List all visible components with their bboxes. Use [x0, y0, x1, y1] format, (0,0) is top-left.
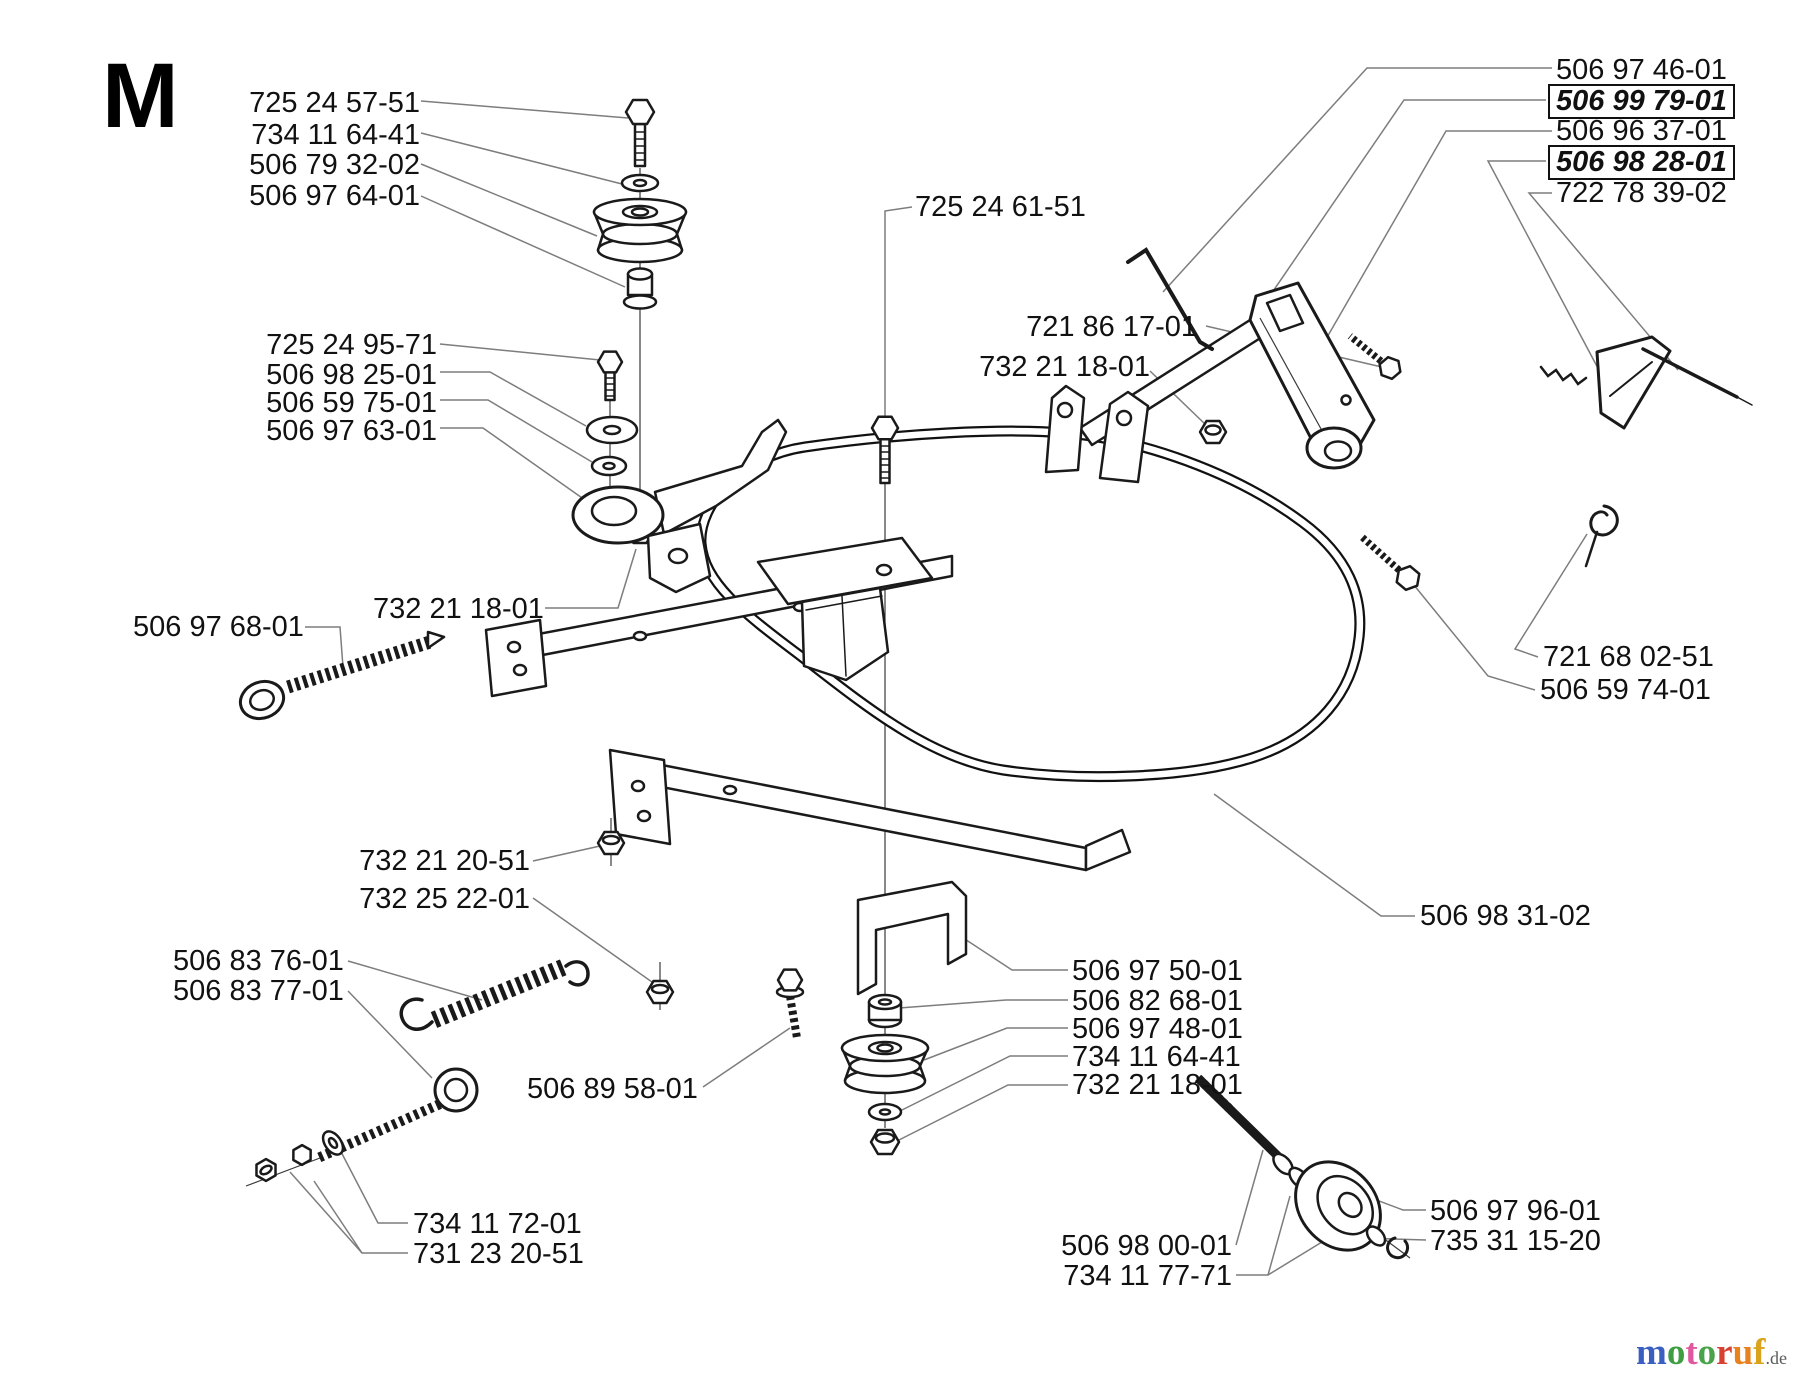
part-label-734-11-64-41-b: 734 11 64-41: [1072, 1041, 1241, 1073]
eye-rod: [238, 630, 446, 721]
watermark-suffix: .de: [1765, 1348, 1788, 1368]
watermark-letter: o: [1666, 1332, 1686, 1373]
part-label-506-98-31-02: 506 98 31-02: [1420, 900, 1591, 932]
part-label-506-99-79-01: 506 99 79-01: [1548, 84, 1735, 119]
part-label-506-97-50-01: 506 97 50-01: [1072, 955, 1243, 987]
part-label-506-89-58-01: 506 89 58-01: [527, 1073, 698, 1105]
spacer-bushing: [867, 993, 903, 1029]
part-label-506-98-25-01: 506 98 25-01: [266, 359, 437, 391]
lower-beam: [608, 748, 1132, 872]
watermark-letter: f: [1753, 1332, 1766, 1373]
hex-nut-right: [1198, 419, 1228, 445]
watermark-letter: t: [1685, 1332, 1698, 1373]
part-label-506-59-74-01: 506 59 74-01: [1540, 674, 1711, 706]
eye-bolt-nut-1: [292, 1143, 312, 1167]
top-bolt: [624, 98, 656, 168]
upper-beam: [484, 536, 954, 698]
eye-bolt-washer: [321, 1130, 345, 1156]
wedge-plate: [1595, 335, 1672, 430]
top-pulley: [592, 197, 688, 264]
part-label-732-21-18-01-c: 732 21 18-01: [1072, 1069, 1243, 1101]
part-label-725-24-95-71: 725 24 95-71: [266, 329, 437, 361]
idler-pulley: [840, 1033, 930, 1095]
support-wheel: [1294, 1160, 1382, 1252]
part-label-732-21-18-01-b: 732 21 18-01: [373, 593, 544, 625]
part-label-506-97-63-01: 506 97 63-01: [266, 415, 437, 447]
watermark-logo: motoruf.de: [1636, 1334, 1787, 1371]
bottom-nut: [869, 1128, 901, 1156]
part-label-725-24-61-51: 725 24 61-51: [915, 191, 1086, 223]
part-label-734-11-64-41: 734 11 64-41: [251, 119, 420, 151]
part-label-734-11-77-71: 734 11 77-71: [1063, 1260, 1232, 1292]
shoulder-bolt: [775, 968, 805, 1039]
wheel-axle: [1194, 1074, 1294, 1172]
part-label-506-79-32-02: 506 79 32-02: [249, 149, 420, 181]
part-label-725-24-57-51: 725 24 57-51: [249, 87, 420, 119]
part-label-506-97-64-01: 506 97 64-01: [249, 180, 420, 212]
part-label-732-21-18-01-a: 732 21 18-01: [979, 351, 1150, 383]
needle-pin: [1641, 347, 1753, 406]
idler-bracket: [856, 880, 968, 996]
part-label-721-86-17-01: 721 86 17-01: [1026, 311, 1197, 343]
part-label-731-23-20-51: 731 23 20-51: [413, 1238, 584, 1270]
eye-bolt-nut-2: [255, 1157, 277, 1183]
watermark-letter: u: [1732, 1332, 1754, 1373]
top-bushing: [622, 267, 658, 310]
top-washer: [620, 173, 660, 193]
lever-arm: [1248, 281, 1376, 454]
section-letter: M: [102, 45, 179, 147]
part-label-506-82-68-01: 506 82 68-01: [1072, 985, 1243, 1017]
r-clip: [1584, 504, 1619, 568]
part-label-506-97-46-01: 506 97 46-01: [1556, 54, 1727, 86]
part-label-732-21-20-51: 732 21 20-51: [359, 845, 530, 877]
bent-rod: [1126, 247, 1214, 351]
eye-bolt: [315, 1067, 479, 1163]
bottom-washer: [867, 1102, 903, 1122]
small-spring: [1539, 365, 1588, 386]
part-label-506-97-68-01: 506 97 68-01: [133, 611, 304, 643]
part-label-721-68-02-51: 721 68 02-51: [1543, 641, 1714, 673]
left-washer-large: [585, 415, 639, 445]
left-washer-small: [590, 455, 628, 477]
left-bolt: [596, 350, 624, 402]
watermark-letter: r: [1716, 1332, 1733, 1373]
pivot-bolt: [1347, 333, 1402, 381]
axle-washer-3: [1365, 1225, 1387, 1247]
circlip: [1386, 1236, 1410, 1260]
pivot-bracket: [571, 418, 788, 594]
side-bolt: [1359, 534, 1421, 592]
part-label-734-11-72-01: 734 11 72-01: [413, 1208, 582, 1240]
tension-spring: [399, 959, 590, 1031]
center-bolt: [870, 415, 900, 485]
part-label-506-97-48-01: 506 97 48-01: [1072, 1013, 1243, 1045]
flange-nut-upper: [596, 830, 626, 856]
watermark-letter: o: [1697, 1332, 1717, 1373]
lever-roller: [1305, 426, 1363, 470]
part-label-722-78-39-02: 722 78 39-02: [1556, 177, 1727, 209]
part-label-506-98-00-01: 506 98 00-01: [1061, 1230, 1232, 1262]
part-label-735-31-15-20: 735 31 15-20: [1430, 1225, 1601, 1257]
part-label-506-97-96-01: 506 97 96-01: [1430, 1195, 1601, 1227]
frame-mounting-ears: [1044, 318, 1264, 484]
part-label-506-98-28-01: 506 98 28-01: [1548, 145, 1735, 180]
watermark-letter: m: [1636, 1332, 1667, 1373]
part-label-506-83-76-01: 506 83 76-01: [173, 945, 344, 977]
flange-nut-lower: [645, 979, 675, 1005]
part-label-506-59-75-01: 506 59 75-01: [266, 387, 437, 419]
part-label-732-25-22-01: 732 25 22-01: [359, 883, 530, 915]
part-label-506-96-37-01: 506 96 37-01: [1556, 115, 1727, 147]
part-label-506-83-77-01: 506 83 77-01: [173, 975, 344, 1007]
